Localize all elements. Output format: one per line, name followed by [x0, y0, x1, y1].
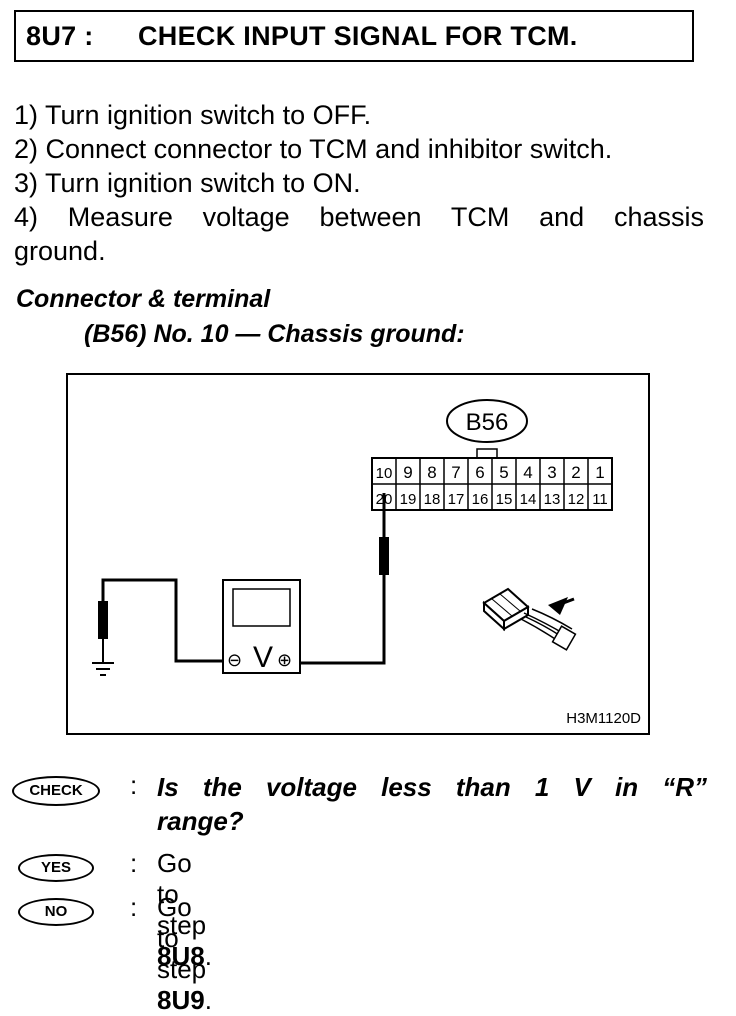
check-question-line2: range?: [157, 806, 244, 836]
pin-5: 5: [499, 463, 508, 482]
step-4: 4) Measure voltage between TCM and chass…: [14, 202, 704, 232]
step-1: 1) Turn ignition switch to OFF.: [14, 100, 372, 130]
yes-badge: YES: [18, 854, 94, 882]
procedure-steps: 1) Turn ignition switch to OFF. 2) Conne…: [14, 98, 704, 268]
terminal-probe: [288, 493, 389, 665]
pin-9: 9: [403, 463, 412, 482]
pin-18: 18: [424, 491, 441, 508]
pin-17: 17: [448, 491, 465, 508]
connector-heading: Connector & terminal: [16, 285, 271, 313]
ground-icon: [92, 662, 114, 676]
connector-latch: [476, 448, 498, 459]
connector-perspective-icon: [482, 587, 577, 651]
step-title-box: 8U7 : CHECK INPUT SIGNAL FOR TCM.: [14, 10, 694, 62]
positive-lead-wire: [288, 575, 386, 665]
pin-15: 15: [496, 491, 513, 508]
pin-4: 4: [523, 463, 532, 482]
pin-3: 3: [547, 463, 556, 482]
step-2: 2) Connect connector to TCM and inhibito…: [14, 134, 613, 164]
step-code: 8U7 :: [26, 21, 94, 51]
step-4-continued: ground.: [14, 236, 106, 266]
pin-6: 6: [475, 463, 484, 482]
pin-1: 1: [595, 463, 604, 482]
step-3: 3) Turn ignition switch to ON.: [14, 168, 361, 198]
no-answer-suffix: .: [204, 985, 212, 1015]
check-question: Is the voltage less than 1 V in “R” rang…: [157, 770, 707, 838]
pin-13: 13: [544, 491, 561, 508]
voltmeter-display: [232, 588, 291, 627]
pin-16: 16: [472, 491, 489, 508]
no-answer: Go to step 8U9.: [157, 892, 212, 1016]
no-answer-prefix: Go to step: [157, 892, 207, 984]
connector-label-ellipse: [446, 399, 528, 443]
yes-colon: :: [130, 848, 138, 878]
no-colon: :: [130, 892, 138, 922]
check-question-line1: Is the voltage less than 1 V in “R”: [157, 772, 707, 802]
pin-11: 11: [592, 491, 608, 508]
figure-code: H3M1120D: [566, 710, 641, 727]
minus-terminal-icon: ⊖: [227, 650, 242, 670]
connector-label: B56: [466, 409, 509, 436]
pin-12: 12: [568, 491, 585, 508]
connector-detail: (B56) No. 10 — Chassis ground:: [84, 320, 465, 348]
diagram-frame: [66, 373, 650, 735]
ground-probe: [92, 578, 223, 676]
no-step-link[interactable]: 8U9: [157, 985, 205, 1015]
pin-19: 19: [400, 491, 417, 508]
step-title: CHECK INPUT SIGNAL FOR TCM.: [138, 21, 578, 51]
pin-7: 7: [451, 463, 460, 482]
voltmeter: ⊖ V ⊕: [222, 579, 301, 674]
check-badge: CHECK: [12, 776, 100, 806]
pin-10: 10: [376, 465, 393, 482]
yes-answer-prefix: Go to step: [157, 848, 207, 940]
negative-lead-wire: [101, 578, 223, 663]
pin-14: 14: [520, 491, 537, 508]
plus-terminal-icon: ⊕: [277, 650, 292, 670]
pin-8: 8: [427, 463, 436, 482]
no-badge: NO: [18, 898, 94, 926]
check-colon: :: [130, 770, 138, 800]
pin-2: 2: [571, 463, 580, 482]
voltmeter-symbol: V: [253, 641, 273, 674]
